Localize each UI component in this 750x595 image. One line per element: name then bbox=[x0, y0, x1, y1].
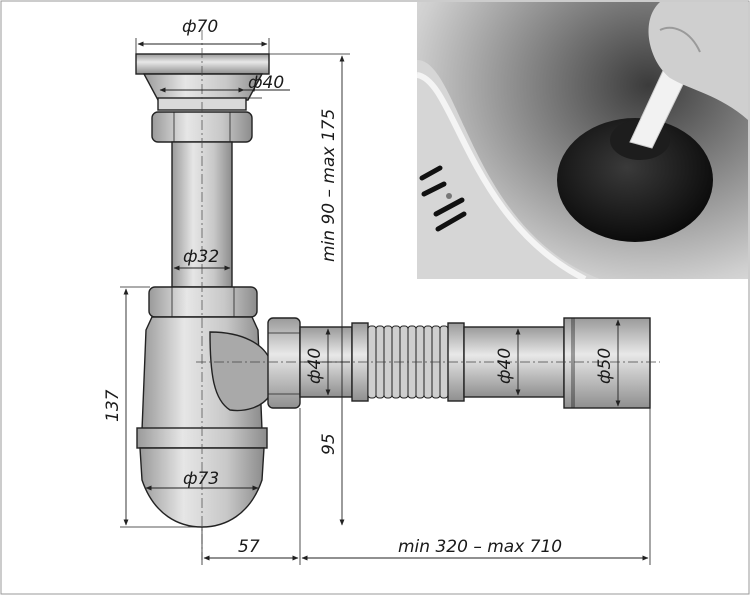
dim-length-range: min 320 – max 710 bbox=[398, 537, 562, 557]
overflow-slots-icon bbox=[419, 165, 467, 232]
dim-outlet-height: 95 bbox=[319, 433, 339, 455]
extension-lines bbox=[120, 38, 651, 565]
dim-bottle-diameter: ф73 bbox=[183, 469, 219, 489]
plunger-cup bbox=[557, 118, 713, 242]
plunger-photo bbox=[417, 2, 748, 279]
siphon-body bbox=[135, 53, 301, 528]
dim-side-outlet-diameter: ф40 bbox=[305, 348, 325, 384]
dim-tube-diameter: ф32 bbox=[183, 247, 219, 267]
dim-trap-height: 137 bbox=[103, 389, 123, 422]
dim-offset: 57 bbox=[238, 537, 260, 557]
dim-outlet-diameter: ф40 bbox=[248, 73, 284, 93]
dim-flex-diameter: ф40 bbox=[495, 348, 515, 384]
dim-height-range: min 90 – max 175 bbox=[319, 109, 339, 262]
hand bbox=[648, 2, 748, 120]
dim-end-diameter: ф50 bbox=[595, 348, 615, 384]
dimension-lines bbox=[123, 41, 649, 561]
dim-strainer-diameter: ф70 bbox=[182, 17, 218, 37]
